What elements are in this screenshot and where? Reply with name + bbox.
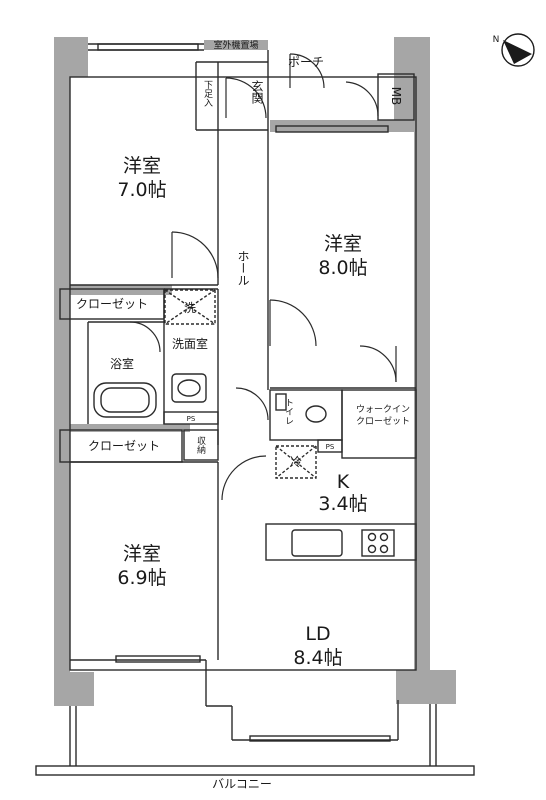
bath-label: 浴室 bbox=[110, 356, 134, 371]
fridge-label: 冷 bbox=[290, 455, 302, 469]
closet-label-1: クローゼット bbox=[76, 297, 148, 311]
room-ld-name: LD bbox=[305, 623, 330, 645]
room-kitchen-size: 3.4帖 bbox=[318, 493, 367, 515]
balcony-label: バルコニー bbox=[212, 777, 272, 791]
room-western-69-size: 6.9帖 bbox=[117, 567, 166, 589]
north-label: N bbox=[493, 35, 500, 45]
ps-label-toilet: PS bbox=[326, 443, 335, 451]
room-western-69-name: 洋室 bbox=[123, 543, 161, 565]
entrance-label: 玄関 bbox=[250, 79, 264, 104]
room-western-8-size: 8.0帖 bbox=[318, 257, 367, 279]
wic-label-2: クローゼット bbox=[356, 415, 410, 427]
storage-label: 収納 bbox=[195, 435, 206, 455]
porch-label: ポーチ bbox=[288, 55, 324, 69]
room-western-7-size: 7.0帖 bbox=[117, 179, 166, 201]
washer-label: 洗 bbox=[184, 301, 196, 315]
washroom-label: 洗面室 bbox=[172, 336, 208, 351]
hall-label: ホール bbox=[236, 250, 250, 286]
room-ld-size: 8.4帖 bbox=[293, 647, 342, 669]
room-western-8-name: 洋室 bbox=[324, 233, 362, 255]
meter-box-label: MB bbox=[389, 87, 403, 106]
structural-walls bbox=[54, 37, 456, 706]
wic-label-1: ウォークイン bbox=[356, 404, 410, 415]
north-arrow-icon: N bbox=[493, 33, 535, 67]
toilet-label: トイレ bbox=[283, 398, 294, 425]
room-western-7-name: 洋室 bbox=[123, 155, 161, 177]
room-kitchen-name: K bbox=[337, 471, 350, 493]
door-swings bbox=[129, 53, 397, 501]
interior-walls bbox=[35, 43, 475, 776]
shoe-storage-label: 下足入 bbox=[202, 80, 213, 107]
ps-label-wash: PS bbox=[187, 415, 196, 423]
outdoor-unit-label: 室外機置場 bbox=[213, 39, 258, 51]
closet-label-2: クローゼット bbox=[88, 439, 160, 453]
